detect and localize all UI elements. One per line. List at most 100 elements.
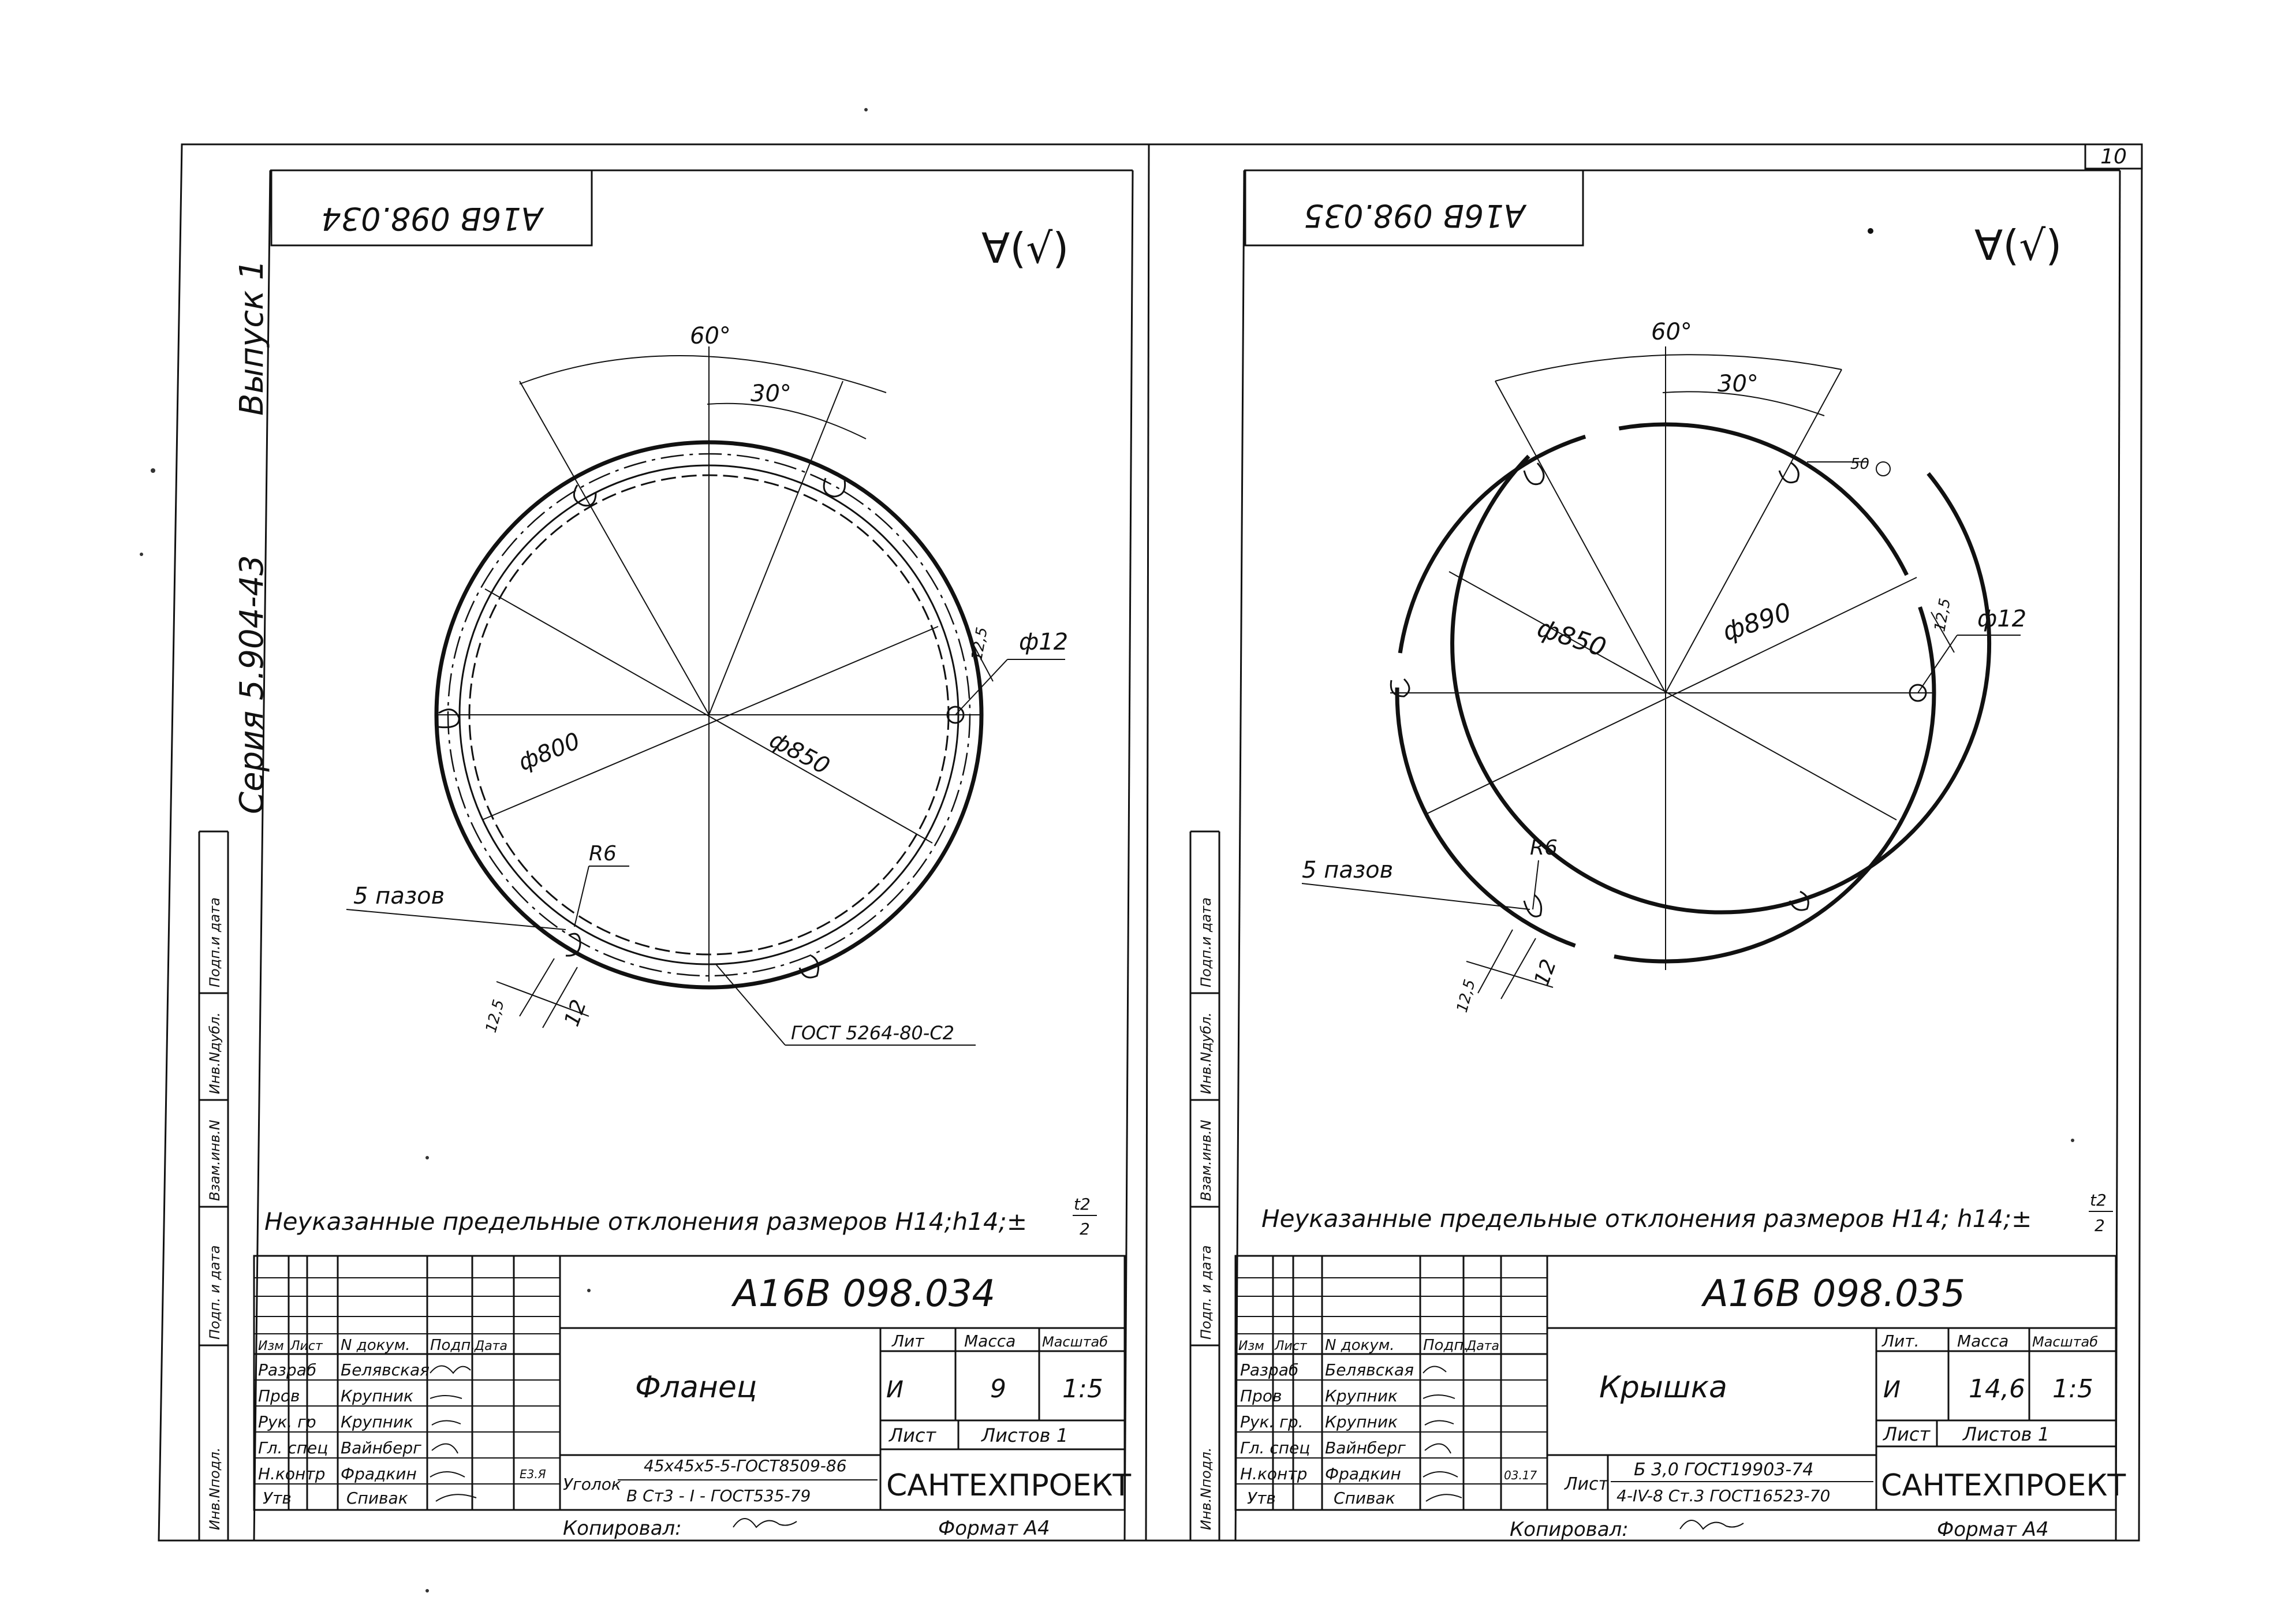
left-col-doc: N докум.	[341, 1337, 410, 1354]
right-dim-slot-offset: 12,5	[1454, 978, 1479, 1014]
right-sheets-label: Листов 1	[1962, 1423, 2049, 1445]
left-role-5: Утв	[263, 1489, 292, 1508]
right-col-izm: Изм	[1238, 1339, 1264, 1353]
right-mass: 14,6	[1969, 1374, 2025, 1404]
side-label-sign1: Подп. и дата	[207, 1245, 223, 1340]
side-label-vzam-r: Взам.инв.N	[1198, 1120, 1214, 1201]
left-dim-30: 30°	[751, 381, 792, 407]
right-col-list: Лист	[1274, 1339, 1308, 1353]
left-tolerance-note: Неуказанные предельные отклонения размер…	[264, 1207, 1027, 1236]
binding-strip-left: Инв.Nподл. Подп. и дата Взам.инв.N Инв.N…	[198, 830, 229, 1541]
right-scale: 1:5	[2052, 1374, 2093, 1404]
left-dim-radius: R6	[589, 842, 617, 866]
outer-frame: 10	[158, 143, 2143, 1542]
right-dim-30: 30°	[1718, 371, 1759, 397]
left-signatures	[430, 1365, 477, 1502]
left-dim-slot-offset: 12,5	[483, 998, 508, 1035]
left-role-0: Разраб	[258, 1360, 316, 1379]
side-label-inv: Инв.Nподл.	[207, 1448, 223, 1530]
left-scale-header: Масштаб	[1042, 1334, 1108, 1350]
left-person-0: Белявская	[341, 1360, 430, 1379]
left-person-1: Крупник	[341, 1386, 413, 1405]
right-col-date: Дата	[1466, 1339, 1499, 1353]
right-weld-symbol: 50	[1850, 456, 1869, 473]
left-copied-by: Копировал:	[563, 1517, 682, 1540]
side-label-dubl-r: Инв.Nдубл.	[1198, 1012, 1214, 1094]
right-dim-d850: ф850	[1534, 613, 1610, 663]
side-label-dubl: Инв.Nдубл.	[207, 1012, 223, 1094]
left-col-list: Лист	[290, 1339, 323, 1353]
right-role-5: Утв	[1247, 1489, 1276, 1508]
right-person-1: Крупник	[1325, 1386, 1398, 1405]
left-role-4: Н.контр	[258, 1464, 325, 1483]
left-role-2: Рук. гр	[258, 1412, 316, 1431]
right-person-5: Спивак	[1334, 1489, 1395, 1508]
left-dim-hole: ф12	[1019, 629, 1068, 655]
right-person-4: Фрадкин	[1325, 1464, 1401, 1483]
right-roughness: ∀(√)	[1974, 221, 2062, 270]
right-dim-slots: 5 пазов	[1302, 857, 1393, 883]
right-tolerance-num: t2	[2090, 1191, 2107, 1210]
left-designation: A16B 098.034	[731, 1273, 995, 1315]
right-col-sign: Подп.	[1423, 1337, 1469, 1354]
left-lit-header: Лит	[891, 1331, 924, 1351]
right-org: САНТЕХПРОЕКТ	[1881, 1468, 2126, 1503]
right-col-doc: N докум.	[1325, 1337, 1395, 1354]
left-material-bottom: В Ст3 - I - ГОСТ535-79	[626, 1486, 811, 1505]
right-sheet: A16B 098.035 ∀(√)	[1234, 169, 2126, 1541]
right-copied-signature	[1679, 1520, 1744, 1530]
right-designation: A16B 098.035	[1701, 1273, 1965, 1315]
left-copied-signature	[733, 1518, 797, 1528]
left-mass: 9	[990, 1374, 1006, 1404]
right-date-mark: 03.17	[1504, 1468, 1537, 1482]
right-person-0: Белявская	[1325, 1360, 1414, 1379]
left-person-2: Крупник	[341, 1412, 413, 1431]
right-tolerance-note: Неуказанные предельные отклонения размер…	[1261, 1204, 2032, 1233]
right-dim-hole: ф12	[1977, 606, 2026, 632]
left-mass-header: Масса	[964, 1331, 1016, 1351]
right-role-2: Рук. гр.	[1240, 1412, 1304, 1431]
left-sheets-label: Листов 1	[981, 1424, 1068, 1446]
right-sheet-label: Лист	[1883, 1423, 1931, 1445]
right-dot	[1868, 228, 1873, 234]
side-label-vzam: Взам.инв.N	[207, 1120, 223, 1201]
right-dim-hole-offset: 12,5	[1931, 597, 1954, 633]
right-mass-header: Масса	[1957, 1331, 2008, 1351]
right-material-bottom: 4-IV-8 Ст.3 ГОСТ16523-70	[1616, 1486, 1830, 1505]
right-material-top: Б 3,0 ГОСТ19903-74	[1634, 1460, 1813, 1480]
right-format: Формат А4	[1937, 1518, 2049, 1541]
right-dim-radius: R6	[1530, 836, 1558, 860]
left-dim-slot-width: 12	[560, 997, 591, 1030]
left-dim-slots: 5 пазов	[353, 883, 445, 909]
right-dim-slot-width: 12	[1530, 956, 1561, 989]
left-sheet-label: Лист	[888, 1424, 936, 1446]
vypusk-label: Выпуск 1	[233, 260, 271, 416]
left-dim-hole-offset: 12,5	[968, 626, 991, 662]
right-signatures	[1423, 1366, 1462, 1502]
left-tolerance-den: 2	[1080, 1219, 1090, 1239]
right-copied-by: Копировал:	[1510, 1518, 1629, 1541]
right-role-1: Пров	[1240, 1386, 1282, 1405]
right-code-rotated: A16B 098.035	[1304, 197, 1526, 234]
flange-drawing: 60° 30° ф800 ф850 ф12 12,5 R6 5 пазов 12…	[346, 323, 1068, 1046]
left-lit: И	[886, 1377, 904, 1403]
side-label-sign2: Подп.и дата	[207, 897, 223, 987]
right-lit: И	[1883, 1377, 1901, 1403]
side-label-sign1-r: Подп. и дата	[1198, 1245, 1214, 1340]
side-label-inv-r: Инв.Nподл.	[1198, 1448, 1214, 1530]
left-person-3: Вайнберг	[341, 1438, 421, 1457]
left-dim-60: 60°	[690, 323, 731, 349]
left-col-izm: Изм	[258, 1339, 284, 1353]
left-scale: 1:5	[1062, 1374, 1103, 1404]
left-dim-d850: ф850	[765, 726, 834, 780]
right-title-block: Изм Лист N докум. Подп. Дата Разраб Пров…	[1234, 1255, 2126, 1511]
left-dim-d800: ф800	[515, 728, 584, 776]
right-person-2: Крупник	[1325, 1412, 1398, 1431]
left-title-block: Изм Лист N докум. Подп. Дата Разраб Пров…	[253, 1255, 1131, 1511]
right-part-name: Крышка	[1599, 1370, 1727, 1405]
left-person-5: Спивак	[346, 1489, 408, 1508]
left-roughness: ∀(√)	[981, 224, 1069, 273]
right-dim-60: 60°	[1651, 319, 1692, 345]
right-role-0: Разраб	[1240, 1360, 1298, 1379]
